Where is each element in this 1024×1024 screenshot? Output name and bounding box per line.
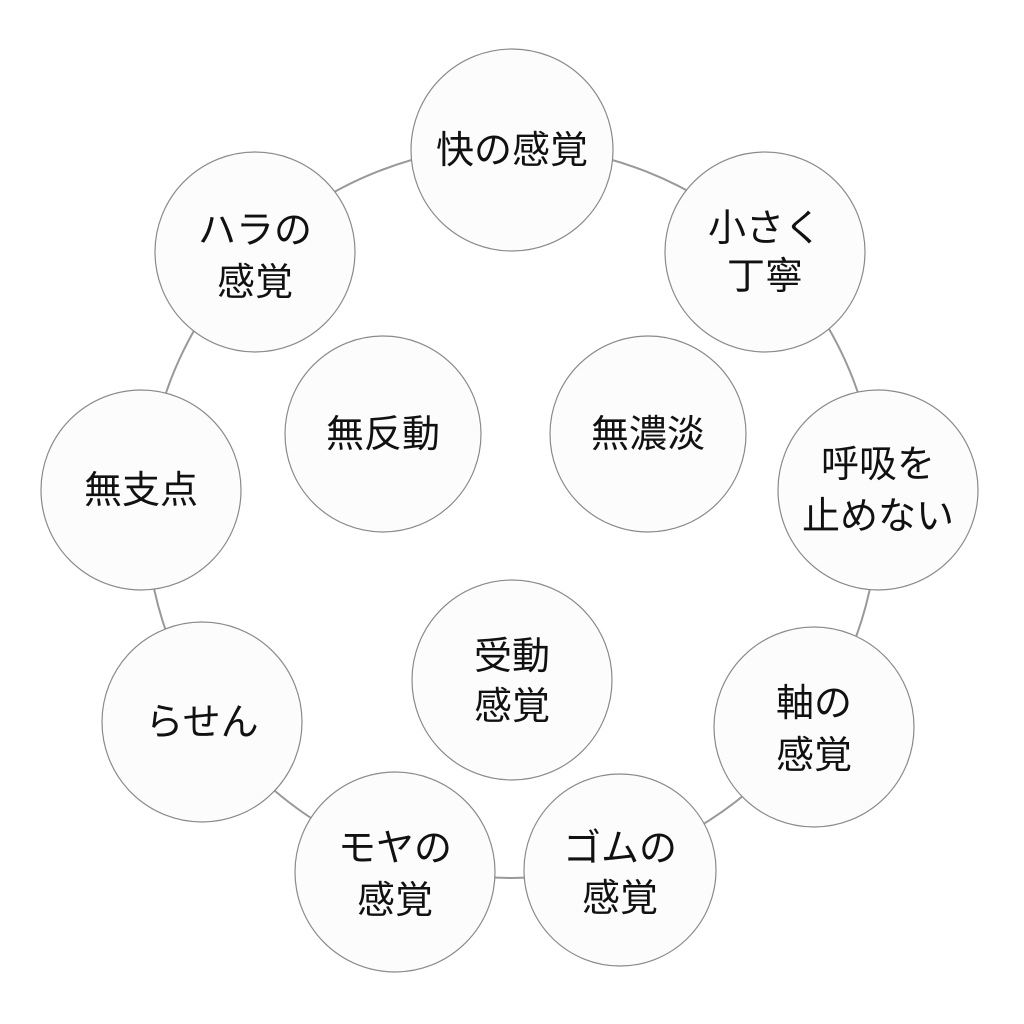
node-gomu-no-kankaku: ゴムの 感覚: [523, 773, 717, 967]
node-kai-no-kankaku: 快の感覚: [410, 48, 614, 252]
node-label: ハラの: [198, 208, 312, 252]
node-label: 止めない: [802, 494, 954, 538]
node-muhandou: 無反動: [284, 335, 482, 533]
node-label: 無支点: [84, 468, 198, 512]
node-label: 無反動: [326, 412, 440, 456]
node-moya-no-kankaku: モヤの 感覚: [294, 771, 496, 973]
node-label: らせん: [145, 700, 258, 744]
node-label: 快の感覚: [436, 128, 588, 172]
node-label: 小さく: [708, 206, 822, 250]
node-hara-no-kankaku: ハラの 感覚: [154, 151, 356, 353]
node-label: 受動: [474, 634, 550, 678]
node-jiku-no-kankaku: 軸の 感覚: [713, 626, 915, 828]
node-label: 感覚: [776, 733, 852, 777]
node-label: 無濃淡: [591, 412, 705, 456]
node-chiisaku-teinei: 小さく 丁寧: [664, 151, 866, 353]
node-label: 感覚: [357, 878, 433, 922]
node-label: ゴムの: [563, 826, 677, 870]
node-mushiten: 無支点: [40, 389, 242, 591]
node-label: 感覚: [217, 260, 293, 304]
node-label: 感覚: [582, 876, 658, 920]
node-label: 感覚: [474, 684, 550, 728]
node-label: 丁寧: [727, 254, 803, 298]
node-label: モヤの: [338, 826, 452, 870]
node-munoutan: 無濃淡: [549, 335, 747, 533]
node-rasen: らせん: [101, 621, 303, 823]
node-label: 呼吸を: [821, 442, 935, 486]
node-kokyu-wo-tomenai: 呼吸を 止めない: [777, 389, 979, 591]
node-label: 軸の: [776, 681, 852, 725]
node-judou-kankaku: 受動 感覚: [411, 579, 613, 781]
